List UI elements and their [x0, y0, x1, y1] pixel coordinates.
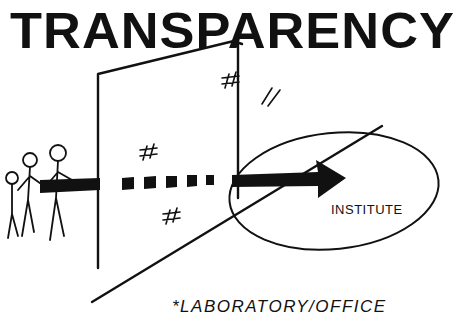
- hatch-mark: [140, 144, 157, 160]
- hatch-mark: [163, 208, 180, 224]
- view-arrow: [40, 160, 346, 198]
- hatch-mark: [222, 72, 239, 88]
- ellipse-outline: [226, 130, 442, 252]
- people-figures: [6, 145, 72, 240]
- ellipse-shape: [224, 122, 445, 259]
- node-label: INSTITUTE: [331, 202, 403, 217]
- wall-panel: [98, 40, 238, 268]
- glass-reflection: [262, 88, 280, 106]
- footnote-label: *LABORATORY/OFFICE: [172, 297, 387, 317]
- title: TRANSPARENCY: [10, 2, 455, 60]
- institute-ellipse: INSTITUTE: [226, 130, 442, 252]
